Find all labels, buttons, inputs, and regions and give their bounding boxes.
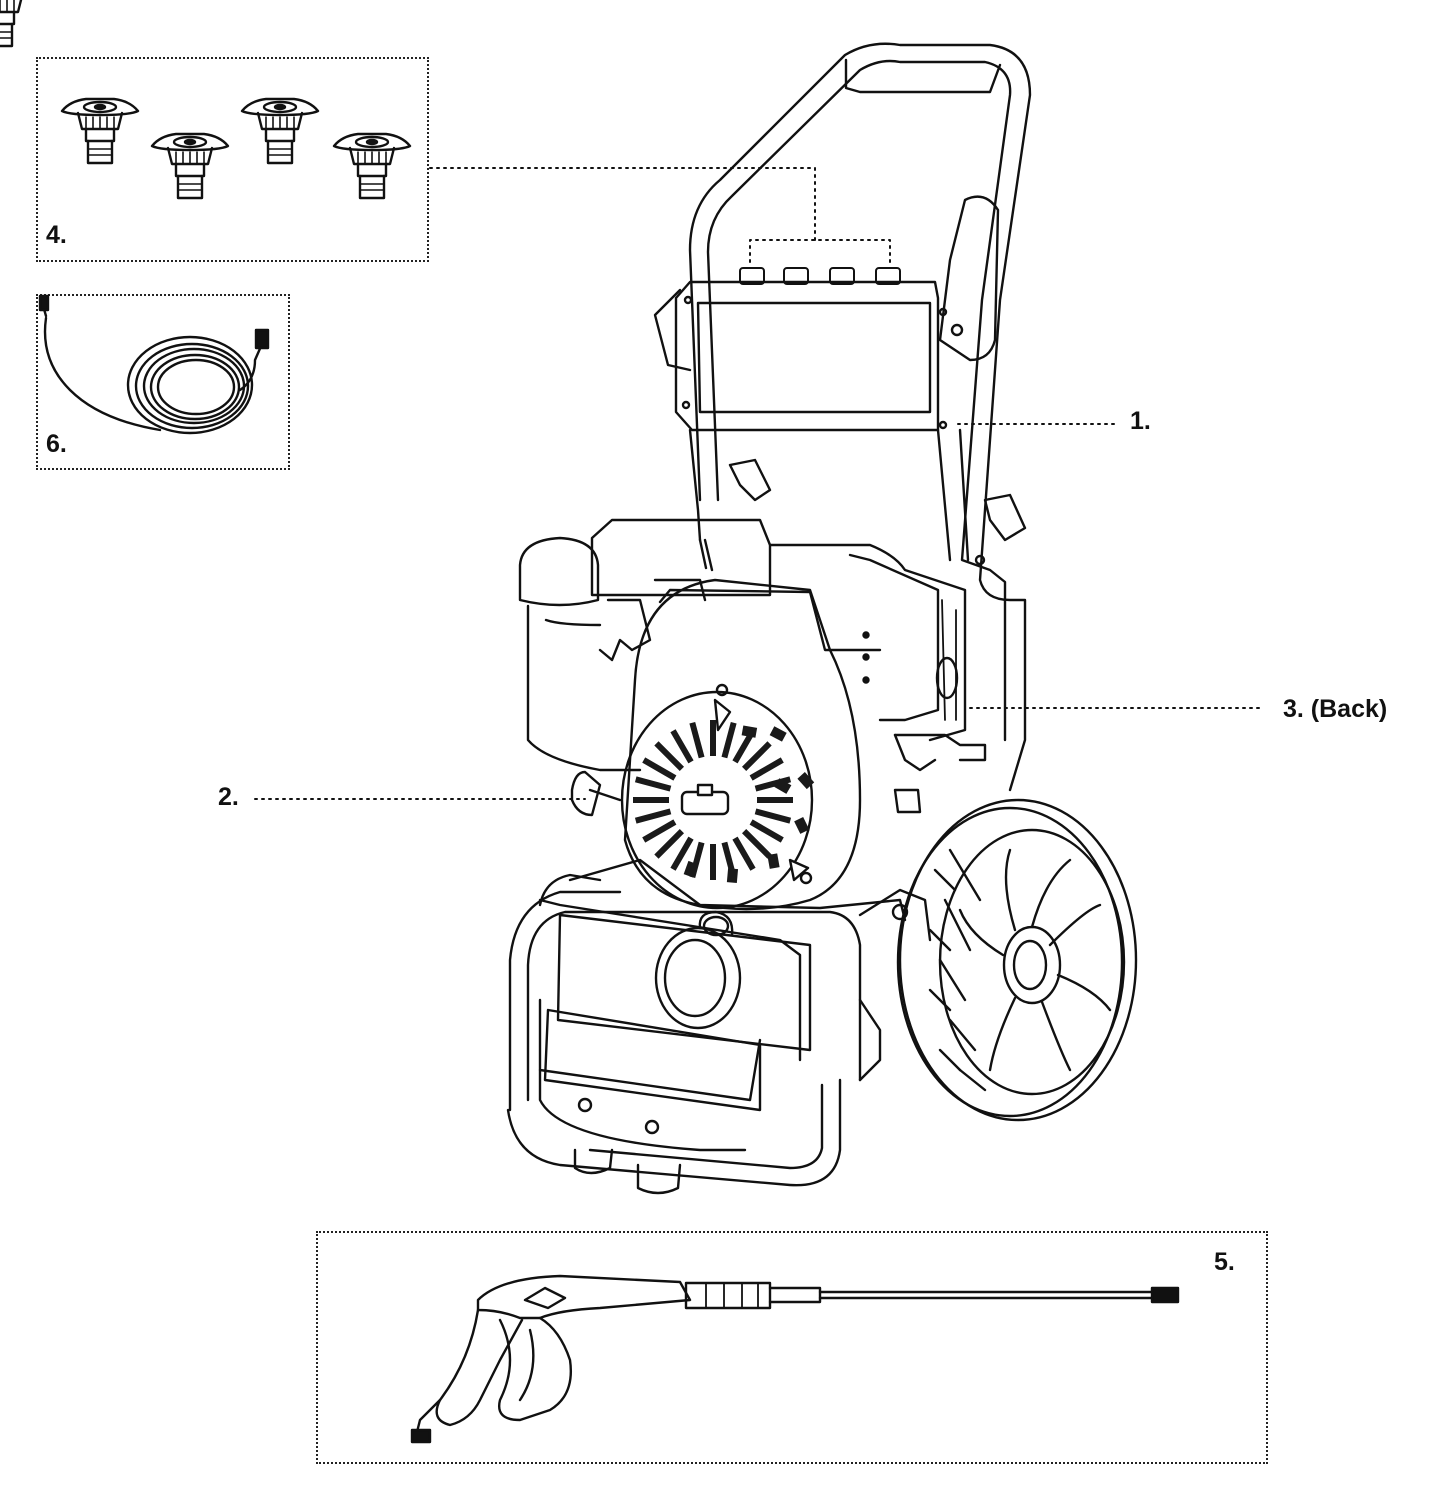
- starter-fan-slots: [633, 720, 815, 884]
- nozzle-tip-icon: [0, 0, 23, 48]
- pressure-washer-illustration: [506, 42, 1138, 1195]
- callout-4: 4.: [46, 221, 67, 249]
- callout-2: 2.: [218, 783, 239, 811]
- hose-box: [36, 294, 290, 470]
- callout-6: 6.: [46, 430, 67, 458]
- callout-3-back: 3. (Back): [1283, 695, 1388, 723]
- spray-gun-box: [316, 1231, 1268, 1464]
- callout-1: 1.: [1130, 407, 1151, 435]
- callout-5: 5.: [1214, 1248, 1235, 1276]
- nozzle-tips-box: [36, 57, 429, 262]
- spray-gun-icon: [410, 1274, 1180, 1444]
- leader-lines: [254, 167, 1261, 800]
- hose-icon: [38, 294, 270, 435]
